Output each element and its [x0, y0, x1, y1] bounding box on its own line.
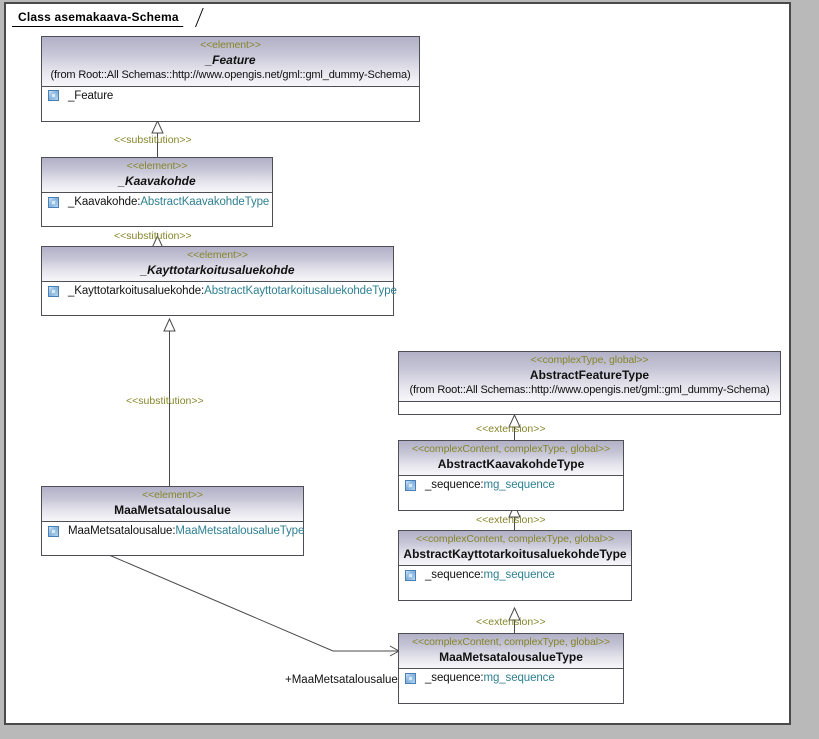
relationship-label-extension-2: <<extension>> — [476, 514, 546, 526]
class-box-kayttotarkoitusaluekohde[interactable]: <<element>> _Kayttotarkoitusaluekohde _K… — [41, 246, 397, 316]
stereotype-label: <<complexContent, complexType, global>> — [415, 533, 615, 545]
class-header-maametsatalousaluetype: <<complexContent, complexType, global>> … — [399, 634, 623, 670]
class-header-maametsatalousalue: <<element>> MaaMetsatalousalue — [42, 487, 303, 523]
stereotype-label: <<complexContent, complexType, global>> — [411, 636, 611, 648]
page-title: Class asemakaava-Schema — [18, 10, 179, 24]
attribute-compartment-empty — [399, 401, 780, 409]
class-name-label: AbstractKaavakohdeType — [437, 457, 585, 472]
class-box-kaavakohde[interactable]: <<element>> _Kaavakohde _Kaavakohde:Abst… — [41, 157, 273, 227]
relationship-label-extension-3: <<extension>> — [476, 616, 546, 628]
attribute-icon — [48, 90, 59, 102]
attribute-label: _Kaavakohde:AbstractKaavakohdeType — [68, 196, 270, 209]
attribute-icon — [48, 196, 59, 208]
attribute-row[interactable]: _sequence:mg_sequence — [399, 476, 623, 496]
attribute-icon — [405, 569, 416, 581]
relationship-label-substitution-3: <<substitution>> — [126, 395, 204, 407]
stereotype-label: <<element>> — [142, 489, 203, 501]
attribute-label: _sequence:mg_sequence — [425, 672, 555, 685]
stereotype-label: <<element>> — [187, 249, 248, 261]
attribute-row[interactable]: _sequence:mg_sequence — [399, 669, 623, 689]
attribute-icon — [405, 672, 416, 684]
class-name-label: _Kayttotarkoitusaluekohde — [140, 263, 295, 278]
class-header-feature: <<element>> _Feature (from Root::All Sch… — [42, 37, 419, 87]
class-header-abstractkayttotarkoitusaluekohdetype: <<complexContent, complexType, global>> … — [399, 531, 631, 567]
attribute-icon — [405, 479, 416, 491]
class-header-abstractfeaturetype: <<complexType, global>> AbstractFeatureT… — [399, 352, 780, 402]
attribute-row[interactable]: _Kaavakohde:AbstractKaavakohdeType — [42, 193, 272, 213]
relationship-label-extension-1: <<extension>> — [476, 423, 546, 435]
class-header-abstractkaavakohdetype: <<complexContent, complexType, global>> … — [399, 441, 623, 477]
attribute-icon — [48, 525, 59, 537]
attribute-label: _Feature — [68, 89, 114, 102]
class-name-label: MaaMetsatalousalueType — [439, 650, 583, 665]
class-header-kaavakohde: <<element>> _Kaavakohde — [42, 158, 272, 194]
tab-slant-decoration — [182, 8, 204, 27]
class-box-maametsatalousalue[interactable]: <<element>> MaaMetsatalousalue MaaMetsat… — [41, 486, 304, 556]
stereotype-label: <<element>> — [126, 160, 188, 172]
stereotype-label: <<element>> — [200, 39, 261, 51]
class-namespace-label: (from Root::All Schemas::http://www.open… — [409, 384, 770, 397]
attribute-label: _Kayttotarkoitusaluekohde:AbstractKaytto… — [68, 285, 397, 298]
class-name-label: AbstractKayttotarkoitusaluekohdeType — [403, 547, 627, 562]
stereotype-label: <<complexContent, complexType, global>> — [411, 443, 611, 455]
class-name-label: _Feature — [205, 53, 256, 68]
attribute-row[interactable]: _Feature — [42, 86, 419, 106]
class-box-feature[interactable]: <<element>> _Feature (from Root::All Sch… — [41, 36, 420, 122]
attribute-label: MaaMetsatalousalue:MaaMetsatalousalueTyp… — [68, 525, 305, 538]
class-box-maametsatalousaluetype[interactable]: <<complexContent, complexType, global>> … — [398, 633, 624, 704]
relationship-label-substitution-2: <<substitution>> — [114, 230, 192, 242]
attribute-icon — [48, 285, 59, 297]
attribute-row[interactable]: _Kayttotarkoitusaluekohde:AbstractKaytto… — [42, 282, 397, 302]
diagram-title-tab[interactable]: Class asemakaava-Schema — [12, 8, 204, 27]
association-label-maametsatalousalue: +MaaMetsatalousalue — [285, 674, 398, 686]
class-name-label: AbstractFeatureType — [529, 368, 650, 383]
attribute-label: _sequence:mg_sequence — [425, 569, 555, 582]
attribute-row[interactable]: MaaMetsatalousalue:MaaMetsatalousalueTyp… — [42, 522, 305, 542]
attribute-label: _sequence:mg_sequence — [425, 479, 555, 492]
class-namespace-label: (from Root::All Schemas::http://www.open… — [50, 69, 411, 82]
class-name-label: MaaMetsatalousalue — [114, 503, 231, 518]
relationship-label-substitution-1: <<substitution>> — [114, 134, 192, 146]
attribute-row[interactable]: _sequence:mg_sequence — [399, 566, 631, 586]
diagram-frame: Class asemakaava-Schema — [4, 2, 791, 725]
class-box-abstractkayttotarkoitusaluekohdetype[interactable]: <<complexContent, complexType, global>> … — [398, 530, 632, 601]
class-header-kayttotarkoitusaluekohde: <<element>> _Kayttotarkoitusaluekohde — [42, 247, 393, 283]
class-box-abstractfeaturetype[interactable]: <<complexType, global>> AbstractFeatureT… — [398, 351, 781, 415]
class-box-abstractkaavakohdetype[interactable]: <<complexContent, complexType, global>> … — [398, 440, 624, 511]
stereotype-label: <<complexType, global>> — [530, 354, 649, 366]
class-name-label: _Kaavakohde — [118, 174, 196, 189]
